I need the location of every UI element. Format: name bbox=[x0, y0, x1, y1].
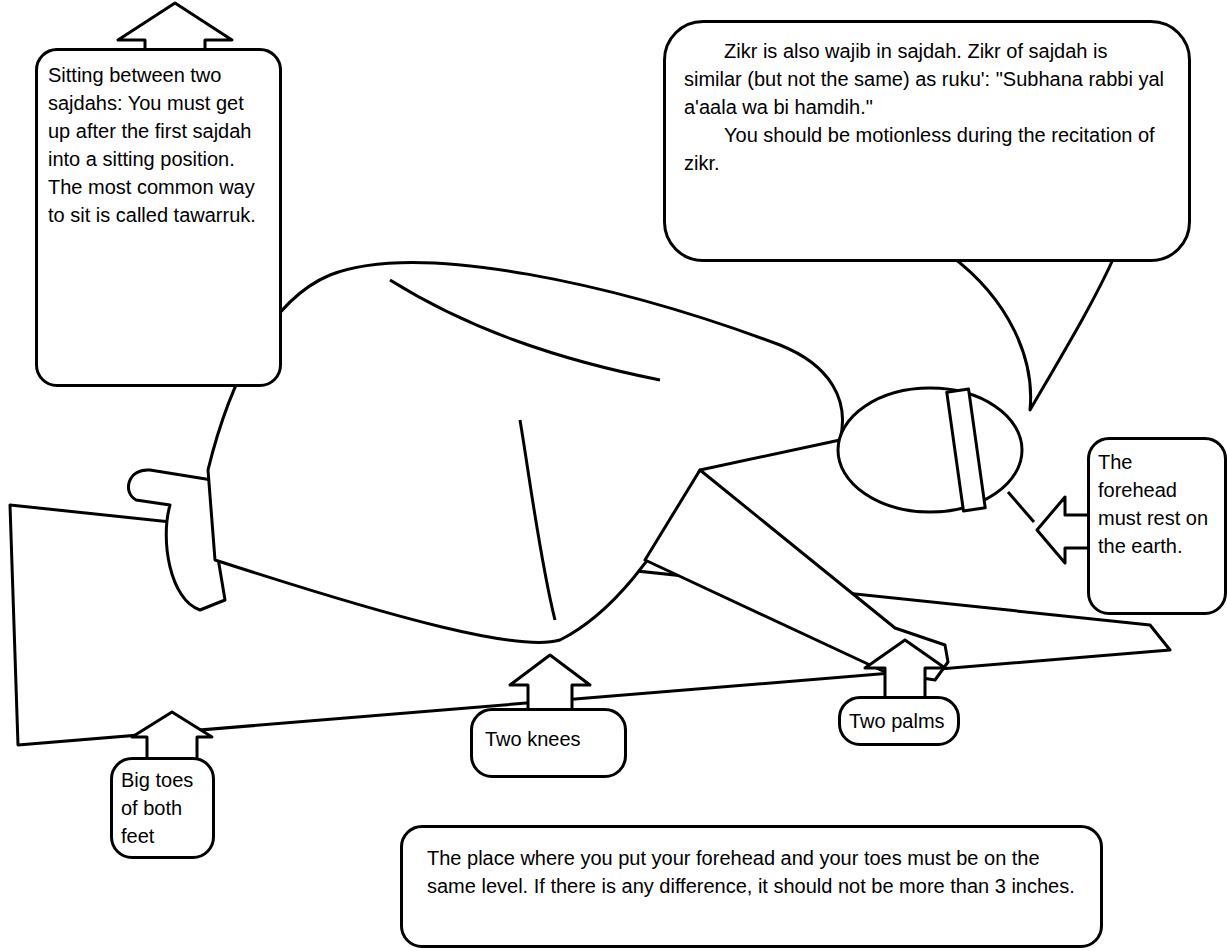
callout-box: Two knees bbox=[470, 708, 627, 778]
block-arrow bbox=[132, 712, 212, 762]
callout-box: The place where you put your forehead an… bbox=[400, 825, 1103, 948]
callout-text: The forehead must rest on the earth. bbox=[1098, 448, 1216, 560]
bubble-tail bbox=[950, 255, 1115, 410]
callout-box: Two palms bbox=[838, 696, 960, 746]
callout-text: The place where you put your forehead an… bbox=[427, 844, 1076, 900]
callout-text: Two palms bbox=[849, 707, 949, 735]
speech-bubble: Zikr is also wajib in sajdah. Zikr of sa… bbox=[663, 20, 1191, 262]
callout-text: Zikr is also wajib in sajdah. Zikr of sa… bbox=[684, 37, 1170, 121]
head bbox=[838, 388, 1022, 512]
callout-text: You should be motionless during the reci… bbox=[684, 121, 1170, 177]
callout-text: Two knees bbox=[485, 725, 612, 753]
callout-text: Sitting between two sajdahs: You must ge… bbox=[48, 61, 269, 229]
callout-box: The forehead must rest on the earth. bbox=[1087, 437, 1227, 615]
callout-box: Sitting between two sajdahs: You must ge… bbox=[35, 48, 282, 387]
callout-text: Big toes of both feet bbox=[121, 766, 204, 850]
block-arrow bbox=[510, 655, 590, 714]
cap bbox=[947, 389, 985, 511]
leg-line bbox=[520, 420, 555, 620]
leader-line bbox=[1008, 492, 1034, 522]
block-arrow bbox=[865, 640, 945, 702]
back-line bbox=[390, 280, 660, 380]
callout-box: Big toes of both feet bbox=[110, 757, 215, 859]
